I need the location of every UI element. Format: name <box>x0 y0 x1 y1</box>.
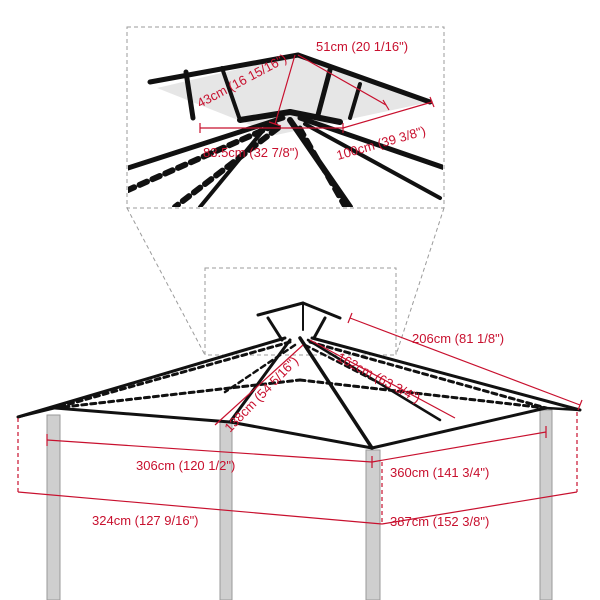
gazebo-main: 206cm (81 1/8") 138cm (54 5/16") 162cm (… <box>16 267 583 600</box>
eave-front-left <box>53 406 232 424</box>
detail-dashed-rafter-3 <box>297 125 348 207</box>
detail-dim-depth-line <box>342 101 433 129</box>
rafter-front-left <box>228 338 292 424</box>
eave-front-right <box>370 406 548 450</box>
detail-frame <box>126 26 445 209</box>
detail-strut-2 <box>220 66 242 122</box>
connector-left <box>126 207 206 356</box>
detail-strut-1 <box>183 69 196 121</box>
detail-hub-right <box>287 109 343 125</box>
dim-inner-width-line <box>46 439 373 463</box>
dim-inner-depth-line <box>371 431 547 463</box>
roof-slope-label: 206cm (81 1/8") <box>412 331 504 346</box>
peak-zoom-frame <box>204 267 397 356</box>
top-strut-2 <box>312 316 327 340</box>
dim-roof-slope-line <box>349 317 581 406</box>
eave-front <box>228 420 374 450</box>
detail-dim-slant-line <box>297 54 387 106</box>
outer-width-label: 324cm (127 9/16") <box>92 513 199 528</box>
inner-depth-label: 360cm (141 3/4") <box>390 465 489 480</box>
detail-slant-label: 51cm (20 1/16") <box>316 39 408 54</box>
top-eave-left <box>256 301 305 317</box>
back-eave-right <box>298 378 548 410</box>
detail-dashed-rafter-2 <box>172 125 281 207</box>
detail-strut-3 <box>315 67 333 118</box>
dim-rafter-a-line <box>214 344 304 426</box>
detail-hub-left <box>237 109 293 123</box>
inner-width-label: 306cm (120 1/2") <box>136 458 235 473</box>
outer-depth-label: 387cm (152 3/8") <box>390 514 489 529</box>
detail-width-label: 83.5cm (32 7/8") <box>203 145 299 160</box>
top-eave-right <box>301 301 342 320</box>
dim-rafter-b-line <box>309 339 456 419</box>
top-strut-1 <box>266 316 284 342</box>
rafter-back-mid-right <box>303 343 387 388</box>
post-front-right <box>365 449 381 600</box>
rafter-right <box>310 336 582 412</box>
post-back-left <box>46 414 61 600</box>
detail-dashed-rafter-1 <box>128 122 278 193</box>
dim-roof-slope-tick-a <box>347 312 353 324</box>
rafter-front <box>298 336 374 450</box>
detail-dim-height-line <box>274 54 296 125</box>
rafter-back-left <box>53 340 292 410</box>
detail-rafter-right-2 <box>303 122 442 200</box>
detail-rafter-right <box>297 115 443 170</box>
dim-outer-depth-line <box>381 491 578 525</box>
connector-right <box>395 207 445 356</box>
detail-dim-depth-tick <box>429 96 435 108</box>
post-back-right <box>539 409 553 600</box>
detail-eave-right <box>295 52 433 105</box>
rafter-back-right <box>308 340 548 410</box>
rafter-left <box>16 336 287 419</box>
detail-inset: 43cm (16 15/16") 51cm (20 1/16") 83.5cm … <box>126 26 445 356</box>
rafter-b-label: 162cm (63 3/4") <box>335 349 423 405</box>
rafter-back-mid-left <box>223 343 297 394</box>
rafter-a-label: 138cm (54 5/16") <box>221 353 301 435</box>
detail-dim-height-tick <box>268 121 282 127</box>
dim-outer-width-line <box>17 491 383 525</box>
detail-rafter-left <box>128 115 286 171</box>
detail-dim-slant-tick <box>382 99 390 111</box>
dim-roof-slope-tick-b <box>577 399 583 411</box>
back-eave-left <box>53 378 302 410</box>
